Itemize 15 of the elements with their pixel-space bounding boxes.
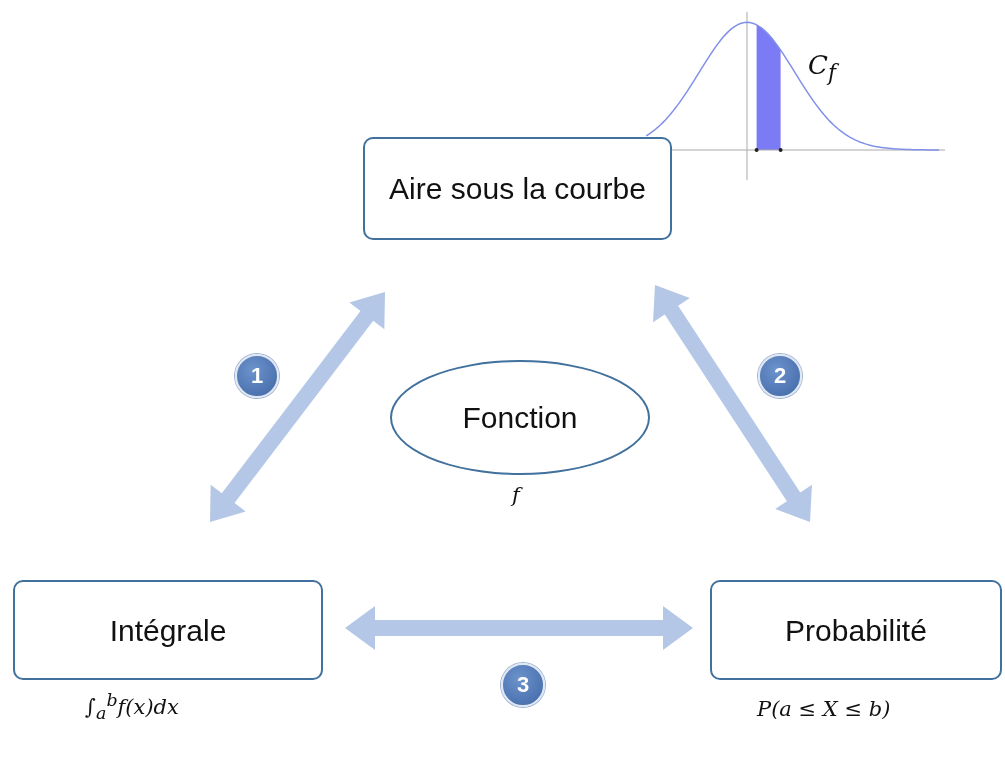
formula: ∫$_{a}$$^{b}$f(x)dx bbox=[85, 690, 179, 724]
double-arrow bbox=[210, 292, 385, 522]
rounded-box bbox=[710, 580, 1002, 680]
node-label: Aire sous la courbe bbox=[388, 171, 647, 207]
rounded-box bbox=[13, 580, 323, 680]
callout-number: 2 bbox=[758, 354, 802, 398]
callout-number: 3 bbox=[501, 663, 545, 707]
node-label: Intégrale bbox=[108, 612, 228, 649]
node-label: Fonction bbox=[461, 400, 579, 436]
double-arrow bbox=[653, 285, 812, 522]
formula: P(a ≤ X ≤ b) bbox=[757, 697, 891, 721]
rounded-box bbox=[363, 137, 672, 240]
node-label: Probabilité bbox=[784, 612, 928, 649]
callout-number: 1 bbox=[235, 354, 279, 398]
double-arrow bbox=[345, 606, 693, 650]
